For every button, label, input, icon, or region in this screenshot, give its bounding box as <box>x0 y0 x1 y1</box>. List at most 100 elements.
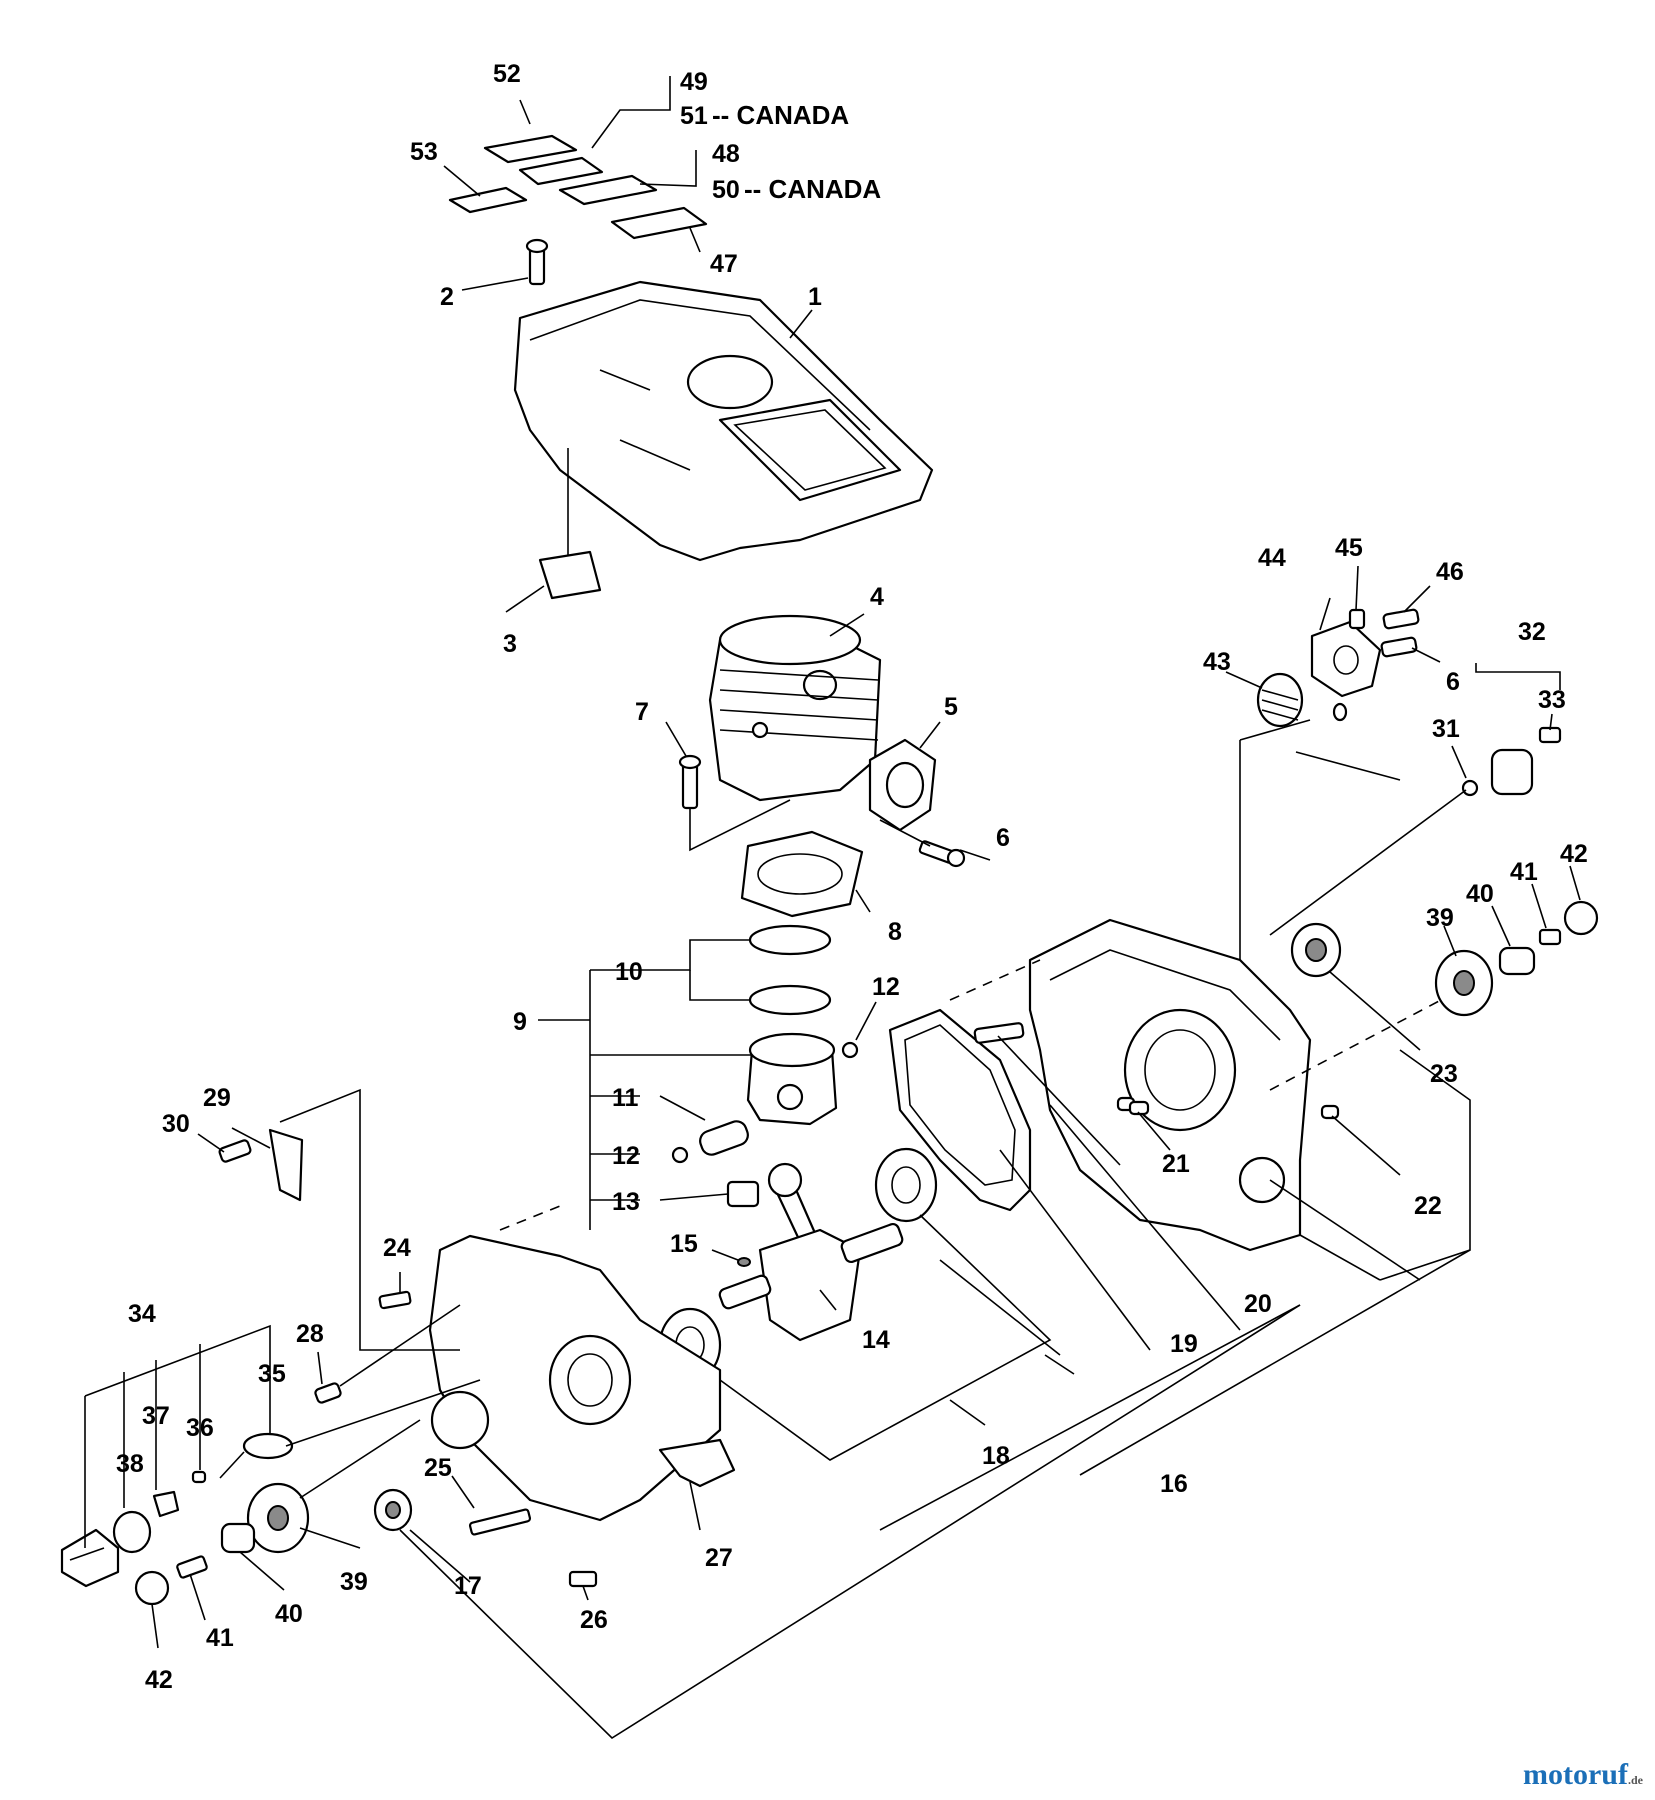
screw-25 <box>468 1508 532 1536</box>
crankcase-screw <box>973 1022 1025 1044</box>
callout-45: 45 <box>1335 534 1363 562</box>
intake-manifold <box>868 738 937 832</box>
callout-5: 5 <box>944 693 958 721</box>
plug-28 <box>314 1382 342 1404</box>
callout-24: 24 <box>383 1234 411 1262</box>
callout-30: 30 <box>162 1110 190 1138</box>
callout-28: 28 <box>296 1320 324 1348</box>
decal-set <box>448 134 708 240</box>
annular-buffer-left <box>246 1482 310 1554</box>
callout-22: 22 <box>1414 1192 1442 1220</box>
callout-6: 6 <box>996 824 1010 852</box>
needle-bearing <box>726 1180 760 1208</box>
callout-10: 10 <box>615 958 643 986</box>
callout-3: 3 <box>503 630 517 658</box>
adjuster-spring <box>1256 672 1304 728</box>
oil-cap <box>60 1528 120 1588</box>
decal-47 <box>610 206 708 240</box>
main-bearing-right <box>874 1147 938 1223</box>
screw-41-right <box>1538 928 1562 946</box>
callout-35: 35 <box>258 1360 286 1388</box>
callout-25: 25 <box>424 1454 452 1482</box>
callout-51: 51 <box>680 102 708 130</box>
oil-seal-right <box>1290 922 1342 978</box>
callout-4: 4 <box>870 583 884 611</box>
callout-40b: 40 <box>275 1600 303 1628</box>
screw-46 <box>1382 608 1420 630</box>
callout-43: 43 <box>1203 648 1231 676</box>
callout-52: 52 <box>493 60 521 88</box>
piston-clip-left <box>671 1146 689 1164</box>
crankcase-right-half <box>1028 918 1312 1252</box>
callout-40: 40 <box>1466 880 1494 908</box>
callout-21: 21 <box>1162 1150 1190 1178</box>
pin-36 <box>191 1470 207 1484</box>
spring-cover-plate <box>1310 620 1382 698</box>
cylinder <box>708 614 882 802</box>
callout-31: 31 <box>1432 715 1460 743</box>
cap-42-right <box>1563 900 1599 936</box>
bracket-27 <box>658 1438 736 1488</box>
canada-note-lower: -- CANADA <box>744 174 881 204</box>
callout-34: 34 <box>128 1300 156 1328</box>
callout-29: 29 <box>203 1084 231 1112</box>
callout-20: 20 <box>1244 1290 1272 1318</box>
decal-49 <box>518 156 604 186</box>
piston-ring-lower <box>748 984 832 1016</box>
intake-bolt <box>918 840 966 868</box>
callout-42b: 42 <box>145 1666 173 1694</box>
callout-23: 23 <box>1430 1060 1458 1088</box>
callout-27: 27 <box>705 1544 733 1572</box>
cover-screw <box>525 238 549 286</box>
cylinder-bolt <box>678 754 702 810</box>
callout-47: 47 <box>710 250 738 278</box>
callout-38: 38 <box>116 1450 144 1478</box>
callout-14: 14 <box>862 1326 890 1354</box>
spacer-40-left <box>220 1522 256 1554</box>
callout-1: 1 <box>808 283 822 311</box>
dowel-pin-right <box>1320 1104 1340 1120</box>
callout-48: 48 <box>712 140 740 168</box>
filter-35 <box>242 1432 294 1460</box>
callout-37: 37 <box>142 1402 170 1430</box>
callout-39b: 39 <box>340 1568 368 1596</box>
piston-clip-right <box>841 1041 859 1059</box>
woodruff-key <box>737 1257 751 1267</box>
annular-buffer-right <box>1434 949 1494 1017</box>
callout-53: 53 <box>410 138 438 166</box>
flap-29 <box>268 1128 304 1202</box>
callout-17: 17 <box>454 1572 482 1600</box>
screw-24 <box>378 1290 412 1310</box>
callout-12b: 12 <box>612 1142 640 1170</box>
callout-42: 42 <box>1560 840 1588 868</box>
canada-note-upper: -- CANADA <box>712 100 849 130</box>
decal-48 <box>558 174 658 206</box>
oil-seal-left <box>373 1488 413 1532</box>
callout-32: 32 <box>1518 618 1546 646</box>
callout-9: 9 <box>513 1008 527 1036</box>
callout-18: 18 <box>982 1442 1010 1470</box>
callout-12: 12 <box>872 973 900 1001</box>
callout-2: 2 <box>440 283 454 311</box>
callout-49: 49 <box>680 68 708 96</box>
callout-46: 46 <box>1436 558 1464 586</box>
callout-36: 36 <box>186 1414 214 1442</box>
screw-45 <box>1348 608 1366 630</box>
piston-pin <box>699 1120 749 1156</box>
cylinder-gasket <box>740 830 864 918</box>
callout-11: 11 <box>612 1084 639 1112</box>
washer-31 <box>1461 779 1479 797</box>
top-cover <box>513 280 934 562</box>
callout-44: 44 <box>1258 544 1286 572</box>
callout-15: 15 <box>670 1230 698 1258</box>
screw-6-upper <box>1380 636 1418 658</box>
cover-label <box>538 550 602 600</box>
callout-19: 19 <box>1170 1330 1198 1358</box>
screw-26 <box>568 1570 598 1588</box>
callout-13: 13 <box>612 1188 640 1216</box>
callout-33: 33 <box>1538 686 1566 714</box>
screw-30 <box>218 1139 252 1163</box>
crankshaft <box>718 1162 904 1342</box>
tab-43 <box>1332 702 1348 722</box>
